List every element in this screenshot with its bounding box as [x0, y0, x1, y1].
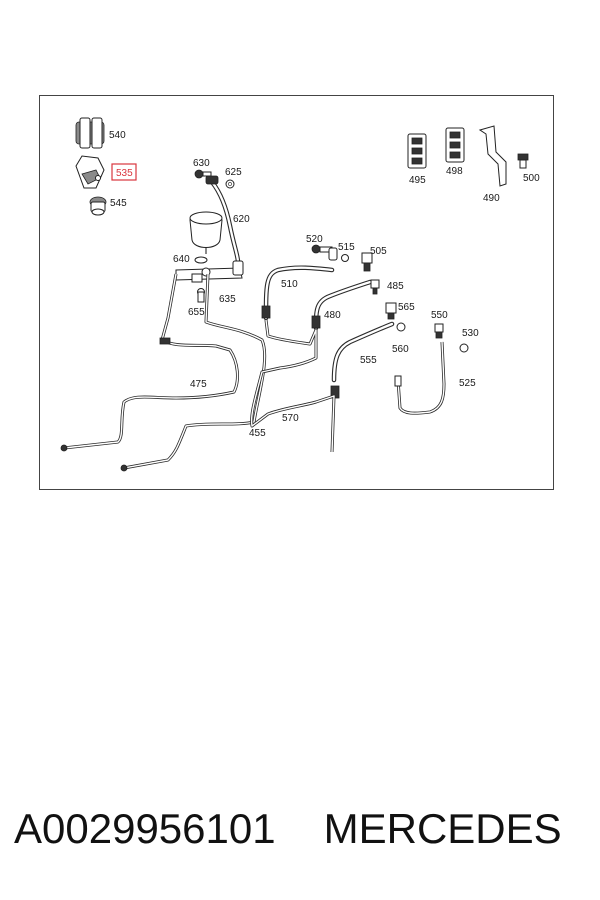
label-495: 495 — [409, 175, 426, 186]
part-455-brake-line[interactable] — [120, 273, 267, 472]
part-505-union[interactable] — [361, 252, 373, 272]
part-550-bolt[interactable] — [434, 323, 444, 339]
part-640-o-ring[interactable] — [194, 256, 208, 264]
label-500: 500 — [523, 173, 540, 184]
part-498-clip[interactable] — [445, 127, 465, 163]
part-475-brake-line[interactable] — [60, 273, 239, 452]
brand-name: MERCEDES — [323, 805, 562, 852]
label-520: 520 — [306, 234, 323, 245]
label-565: 565 — [398, 302, 415, 313]
parts-diagram-frame: 540 535 545 630 625 — [39, 95, 554, 490]
part-630-bolt[interactable] — [194, 169, 212, 179]
part-number: A0029956101 — [14, 805, 276, 852]
part-495-clip[interactable] — [407, 133, 427, 169]
label-570: 570 — [282, 413, 299, 424]
part-500-screw[interactable] — [517, 153, 529, 169]
part-510-hose[interactable] — [261, 265, 335, 321]
part-565-union[interactable] — [385, 302, 397, 320]
part-515-fitting[interactable] — [328, 247, 349, 262]
label-550: 550 — [431, 310, 448, 321]
parts-diagram: 540 535 545 630 625 — [60, 117, 540, 472]
part-655-bolt[interactable] — [197, 288, 205, 303]
label-620: 620 — [233, 214, 250, 225]
label-455: 455 — [249, 428, 266, 439]
label-555: 555 — [360, 355, 377, 366]
label-655: 655 — [188, 307, 205, 318]
part-490-bracket[interactable] — [478, 125, 507, 187]
label-535: 535 — [116, 168, 133, 179]
part-570-brake-line[interactable] — [250, 319, 336, 453]
part-480-hose[interactable] — [311, 279, 373, 331]
part-555-hose[interactable] — [330, 321, 395, 399]
label-525: 525 — [459, 378, 476, 389]
label-498: 498 — [446, 166, 463, 177]
label-635: 635 — [219, 294, 236, 305]
part-620-accumulator[interactable] — [189, 175, 241, 265]
part-caption: A0029956101 MERCEDES — [14, 805, 562, 853]
part-520-bolt[interactable] — [311, 244, 333, 254]
part-540-grommet-block[interactable] — [75, 117, 105, 149]
label-630: 630 — [193, 158, 210, 169]
label-515: 515 — [338, 242, 355, 253]
label-485: 485 — [387, 281, 404, 292]
label-640: 640 — [173, 254, 190, 265]
label-475: 475 — [190, 379, 207, 390]
part-535-bracket[interactable] — [75, 155, 105, 189]
label-530: 530 — [462, 328, 479, 339]
part-485-bolt[interactable] — [370, 279, 380, 295]
label-490: 490 — [483, 193, 500, 204]
part-545-nut[interactable] — [89, 196, 107, 216]
highlight-box-535 — [111, 163, 137, 181]
part-625-seal-ring[interactable] — [225, 179, 235, 189]
label-625: 625 — [225, 167, 242, 178]
label-510: 510 — [281, 279, 298, 290]
label-540: 540 — [109, 130, 126, 141]
label-480: 480 — [324, 310, 341, 321]
part-530-seal[interactable] — [459, 343, 469, 353]
label-505: 505 — [370, 246, 387, 257]
part-525-hose[interactable] — [394, 341, 446, 415]
label-545: 545 — [110, 198, 127, 209]
label-560: 560 — [392, 344, 409, 355]
part-560-seal[interactable] — [396, 322, 406, 332]
